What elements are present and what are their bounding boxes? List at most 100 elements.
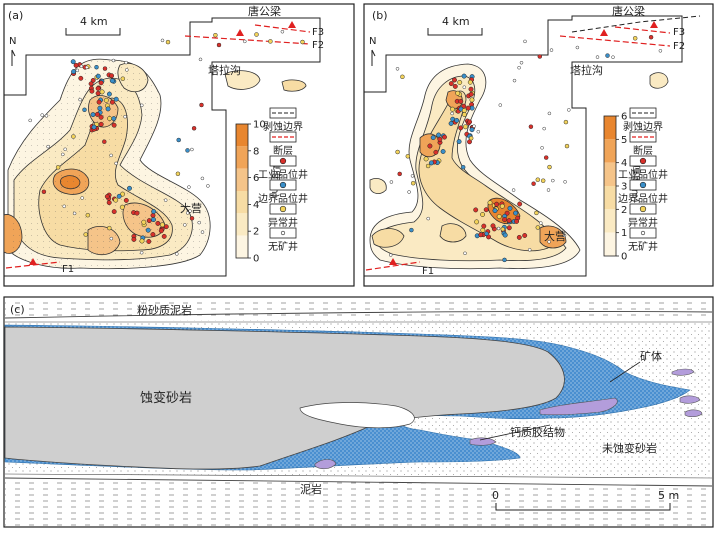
well-marker xyxy=(478,232,484,238)
well-marker xyxy=(61,152,65,157)
well-marker xyxy=(562,233,567,238)
colorbar-tick-label: 1 xyxy=(621,228,627,239)
panel-a-scale-bar: 4 km xyxy=(65,15,121,36)
well-marker xyxy=(185,211,190,215)
well-marker xyxy=(481,223,487,229)
well-marker xyxy=(213,32,218,38)
colorbar-tick-label: 2 xyxy=(253,227,259,238)
well-marker xyxy=(102,139,107,144)
well-marker xyxy=(452,83,458,89)
well-marker xyxy=(105,106,111,112)
well-marker xyxy=(200,176,205,181)
well-marker xyxy=(527,248,532,252)
colorbar-segment xyxy=(604,232,616,256)
panel-a-place-dayin: 大营 xyxy=(180,201,202,215)
colorbar-tick-label: 2 xyxy=(621,205,627,216)
well-marker xyxy=(575,45,580,50)
well-marker xyxy=(82,107,87,113)
well-marker xyxy=(448,121,454,126)
well-marker xyxy=(632,36,638,41)
well-marker xyxy=(119,204,125,210)
colorbar-tick-label: 3 xyxy=(621,182,627,193)
well-marker xyxy=(563,180,567,184)
panel-b-scale-bar: 4 km xyxy=(427,15,483,36)
well-marker xyxy=(463,251,467,256)
colorbar-tick-label: 4 xyxy=(621,158,627,169)
colorbar-segment xyxy=(604,209,616,233)
well-marker xyxy=(483,207,489,213)
well-marker xyxy=(461,112,467,117)
well-marker xyxy=(139,238,145,244)
panel-a-fault-f1-arrow xyxy=(29,258,37,265)
well-marker xyxy=(461,108,467,113)
well-marker xyxy=(547,111,552,116)
well-marker xyxy=(465,105,471,111)
panel-b-place-talagou: 塔拉沟 xyxy=(570,63,603,77)
panel-b-label: (b) xyxy=(372,9,388,22)
well-marker xyxy=(487,200,493,206)
well-marker xyxy=(480,227,486,233)
well-marker xyxy=(63,147,67,152)
panel-c-orebody-label: 矿体 xyxy=(640,349,662,363)
colorbar-tick-label: 6 xyxy=(253,173,259,184)
well-marker xyxy=(106,200,112,206)
well-marker xyxy=(540,178,546,183)
well-marker xyxy=(150,232,156,237)
well-marker xyxy=(425,163,431,169)
well-marker xyxy=(535,177,541,182)
well-marker xyxy=(185,148,190,153)
well-marker xyxy=(139,250,144,255)
well-marker xyxy=(140,103,144,108)
panel-a-fault-f2-arrow xyxy=(236,29,244,36)
well-marker xyxy=(436,132,442,138)
panel-b-erosion-boundary xyxy=(364,15,683,277)
well-marker xyxy=(511,188,516,192)
well-marker xyxy=(96,99,102,105)
well-marker xyxy=(516,234,522,240)
well-marker xyxy=(120,76,126,81)
panel-b-fault-f2-label: F2 xyxy=(673,41,685,52)
well-marker xyxy=(62,204,66,209)
well-marker xyxy=(123,114,127,119)
panel-c: (c) 粉砂质泥岩 蚀变砂岩 矿体 钙质胶结物 未蚀变砂岩 泥岩 0 5 m xyxy=(3,296,714,528)
well-marker xyxy=(75,68,80,73)
legend-item-abnormal: 异常井 xyxy=(268,203,298,229)
colorbar-tick-label: 10 xyxy=(253,120,266,131)
colorbar-tick-label: 8 xyxy=(253,146,259,157)
legend-label: 断层 xyxy=(273,144,293,157)
well-marker xyxy=(198,57,203,62)
well-marker xyxy=(113,96,119,102)
well-marker xyxy=(507,205,513,211)
well-marker xyxy=(106,91,112,97)
well-marker xyxy=(547,164,552,170)
well-marker xyxy=(85,212,91,218)
well-marker xyxy=(540,146,544,150)
well-marker xyxy=(190,147,194,152)
well-marker xyxy=(134,210,140,216)
well-marker xyxy=(188,209,192,213)
well-marker xyxy=(502,232,508,238)
well-marker xyxy=(150,212,156,218)
well-marker xyxy=(480,212,486,217)
well-marker xyxy=(462,85,467,89)
panel-c-orebody-leader xyxy=(609,361,641,383)
well-marker xyxy=(512,78,517,83)
well-marker xyxy=(300,39,305,45)
legend-label: 异常井 xyxy=(268,216,298,229)
well-marker xyxy=(243,39,247,44)
panel-b-north-arrow: N xyxy=(369,36,376,66)
well-marker xyxy=(161,233,167,239)
panel-b-fault-f2-line xyxy=(559,35,671,47)
panel-b-place-dayin: 大营 xyxy=(544,229,566,243)
panel-c-calcareous-label: 钙质胶结物 xyxy=(510,425,565,439)
well-marker xyxy=(426,216,430,221)
well-marker xyxy=(442,134,447,140)
well-marker xyxy=(109,99,115,105)
well-marker xyxy=(410,174,415,178)
well-marker xyxy=(448,81,454,87)
colorbar-segment xyxy=(604,139,616,163)
well-marker xyxy=(163,224,169,230)
